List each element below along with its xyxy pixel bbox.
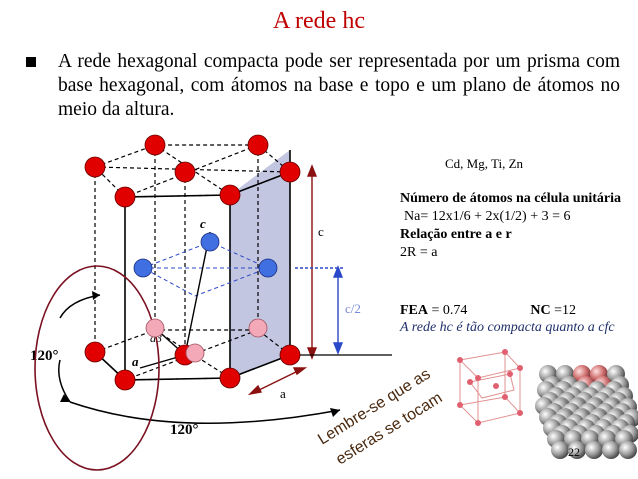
- c-label: c: [318, 224, 324, 239]
- bullet-marker: [26, 57, 36, 67]
- atoms-heading: Número de átomos na célula unitária: [400, 191, 622, 206]
- vector-a-label: a: [132, 354, 139, 369]
- fea-block: FEA = 0.74 NC =12 A rede hc é tão compac…: [400, 302, 635, 336]
- sphere: [568, 441, 586, 459]
- highlight-ellipse: [34, 265, 160, 471]
- page-title: A rede hc: [273, 8, 365, 34]
- c-half-dimension: [295, 265, 345, 355]
- fea-label: FEA: [400, 303, 428, 318]
- relation-formula: 2R = a: [400, 245, 438, 260]
- elements-list: Cd, Mg, Ti, Zn: [445, 156, 524, 171]
- vector-c-label: c: [200, 216, 206, 231]
- angle-left-label: 120°: [30, 348, 59, 364]
- nc-value: =12: [554, 303, 577, 318]
- fea-value: = 0.74: [431, 303, 468, 318]
- sphere: [585, 441, 603, 459]
- page-number: 22: [568, 445, 580, 459]
- sphere-stack: [535, 365, 638, 459]
- hidden-edges: [94, 145, 259, 355]
- lattice-sketch: [458, 351, 521, 424]
- a-label: a: [280, 386, 286, 401]
- sphere: [551, 441, 569, 459]
- a-dimension: [247, 367, 308, 396]
- c-half-label: c/2: [345, 301, 361, 316]
- c-dimension: [306, 164, 318, 360]
- blue-atoms: [133, 232, 278, 278]
- mid-atoms: [145, 318, 268, 363]
- relation-heading: Relação entre a e r: [400, 227, 512, 242]
- angle-bottom-label: 120°: [170, 422, 199, 438]
- atoms-formula: Na= 12x1/6 + 2x(1/2) + 3 = 6: [404, 209, 571, 224]
- sphere: [619, 441, 637, 459]
- nc-label: NC: [530, 303, 551, 318]
- info-block: Número de átomos na célula unitária Na= …: [400, 190, 630, 262]
- compact-note: A rede hc é tão compacta quanto a cfc: [400, 320, 615, 335]
- prism-edges: [124, 150, 291, 380]
- sphere: [602, 441, 620, 459]
- description-text: A rede hexagonal compacta pode ser repre…: [58, 51, 620, 120]
